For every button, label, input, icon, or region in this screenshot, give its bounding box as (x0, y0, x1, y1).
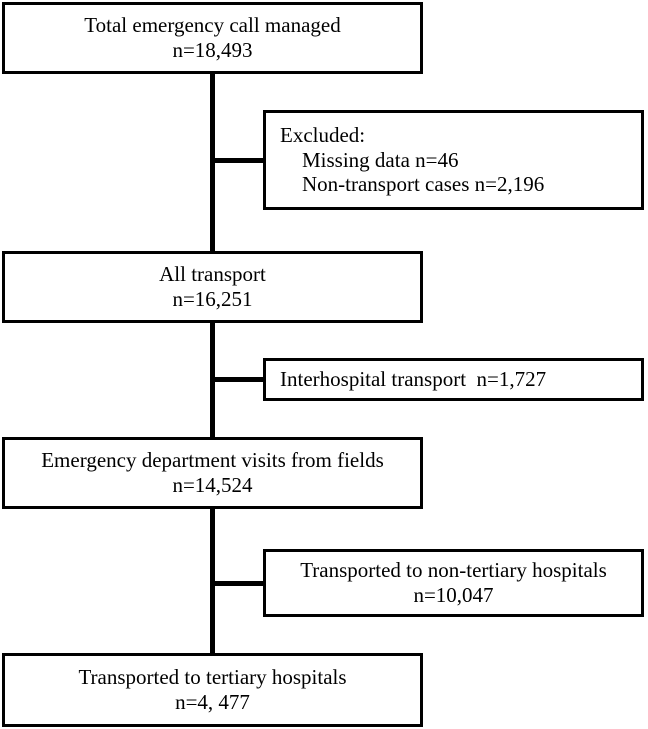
node-excluded-missing-data: Missing data n=46 (302, 147, 459, 172)
node-all-transport-title: All transport (159, 262, 266, 287)
node-tertiary-count: n=4, 477 (175, 690, 250, 714)
node-transported-tertiary: Transported to tertiary hospitals n=4, 4… (2, 653, 423, 727)
connector-branch-interhospital (210, 377, 266, 382)
node-ed-visits-count: n=14,524 (172, 473, 253, 497)
node-excluded: Excluded: Missing data n=46 Non-transpor… (263, 110, 644, 210)
node-non-tertiary-title: Transported to non-tertiary hospitals (300, 558, 607, 583)
node-all-transport-count: n=16,251 (172, 287, 253, 311)
node-interhospital-transport: Interhospital transport n=1,727 (263, 358, 644, 401)
connector-total-to-all-transport (210, 74, 215, 252)
node-ed-visits-title: Emergency department visits from fields (41, 448, 384, 473)
node-excluded-title: Excluded: (280, 122, 366, 147)
node-transported-non-tertiary: Transported to non-tertiary hospitals n=… (263, 549, 644, 617)
node-ed-visits-from-fields: Emergency department visits from fields … (2, 437, 423, 509)
node-total-emergency-calls: Total emergency call managed n=18,493 (2, 2, 423, 74)
node-interhospital-label: Interhospital transport n=1,727 (280, 367, 547, 392)
connector-branch-non-tertiary (210, 581, 266, 586)
node-all-transport: All transport n=16,251 (2, 251, 423, 323)
node-excluded-non-transport: Non-transport cases n=2,196 (302, 172, 545, 197)
connector-branch-excluded (210, 158, 266, 163)
node-tertiary-title: Transported to tertiary hospitals (78, 665, 347, 690)
node-total-count: n=18,493 (172, 38, 253, 62)
node-non-tertiary-count: n=10,047 (413, 583, 494, 607)
node-total-title: Total emergency call managed (84, 13, 341, 38)
